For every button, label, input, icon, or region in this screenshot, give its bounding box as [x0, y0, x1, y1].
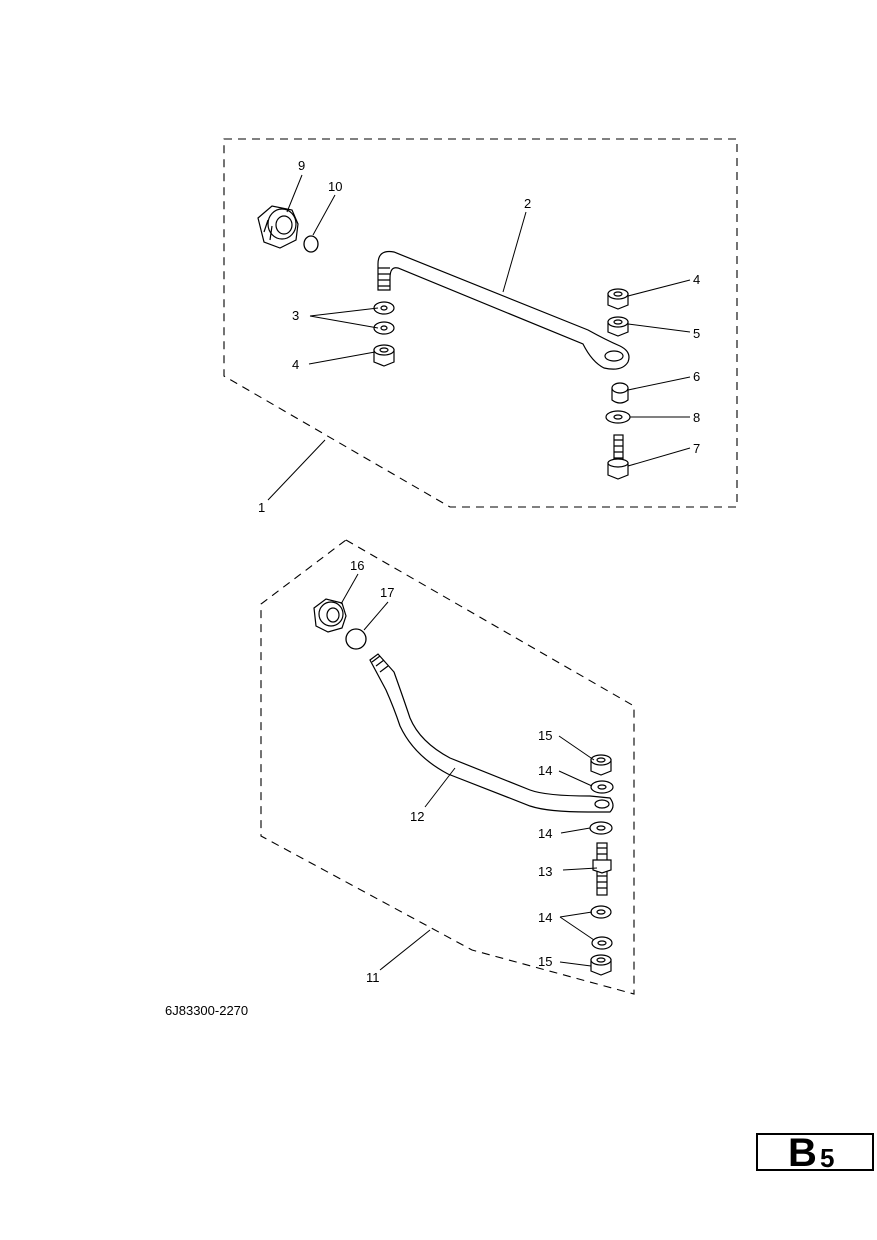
nut-part-4-right — [607, 288, 629, 310]
washer-part-14-b — [589, 821, 613, 835]
o-ring-part-10 — [303, 235, 319, 253]
callout-6: 6 — [693, 369, 700, 384]
collar-part-6 — [611, 382, 629, 404]
callout-14-top: 14 — [538, 763, 552, 778]
nut-part-15-lower — [590, 954, 612, 976]
callout-16: 16 — [350, 558, 364, 573]
callout-8: 8 — [693, 410, 700, 425]
page-number: 5 — [820, 1143, 835, 1173]
leader-lines — [267, 174, 691, 971]
stud-part-13 — [592, 842, 612, 896]
group-1-boundary — [223, 138, 738, 508]
steering-rod-part-2 — [377, 250, 630, 370]
washer-part-8 — [605, 410, 631, 424]
callout-9: 9 — [298, 158, 305, 173]
callout-4-left: 4 — [292, 357, 299, 372]
washer-part-14-d — [591, 936, 613, 950]
washers-part-3 — [373, 301, 395, 335]
nut-part-5 — [607, 316, 629, 337]
nut-part-16 — [313, 598, 347, 633]
callout-5: 5 — [693, 326, 700, 341]
callout-13: 13 — [538, 864, 552, 879]
bolt-part-7 — [607, 434, 629, 480]
callout-14-middle: 14 — [538, 826, 552, 841]
page-indicator: B 5 — [756, 1131, 874, 1175]
o-ring-part-17 — [345, 628, 367, 650]
group-11-boundary — [260, 539, 635, 995]
drawing-code: 6J83300-2270 — [165, 1003, 249, 1018]
callout-12: 12 — [410, 809, 424, 824]
page-letter: B — [788, 1131, 817, 1175]
callout-14-bottom: 14 — [538, 910, 552, 925]
callout-3: 3 — [292, 308, 299, 323]
callout-4-right: 4 — [693, 272, 700, 287]
steering-rod-part-12 — [369, 653, 614, 813]
nut-part-15-upper — [590, 754, 612, 776]
callout-11: 11 — [366, 970, 380, 985]
callout-7: 7 — [693, 441, 700, 456]
callout-15-top: 15 — [538, 728, 552, 743]
callout-10: 10 — [328, 179, 342, 194]
callout-1: 1 — [258, 500, 265, 515]
nut-part-9 — [257, 205, 299, 249]
callout-2: 2 — [524, 196, 531, 211]
washer-part-14-c — [590, 905, 612, 919]
washer-part-14-a — [590, 780, 614, 794]
callout-17: 17 — [380, 585, 394, 600]
callout-15-bottom: 15 — [538, 954, 552, 969]
nut-part-4-left — [373, 344, 395, 367]
